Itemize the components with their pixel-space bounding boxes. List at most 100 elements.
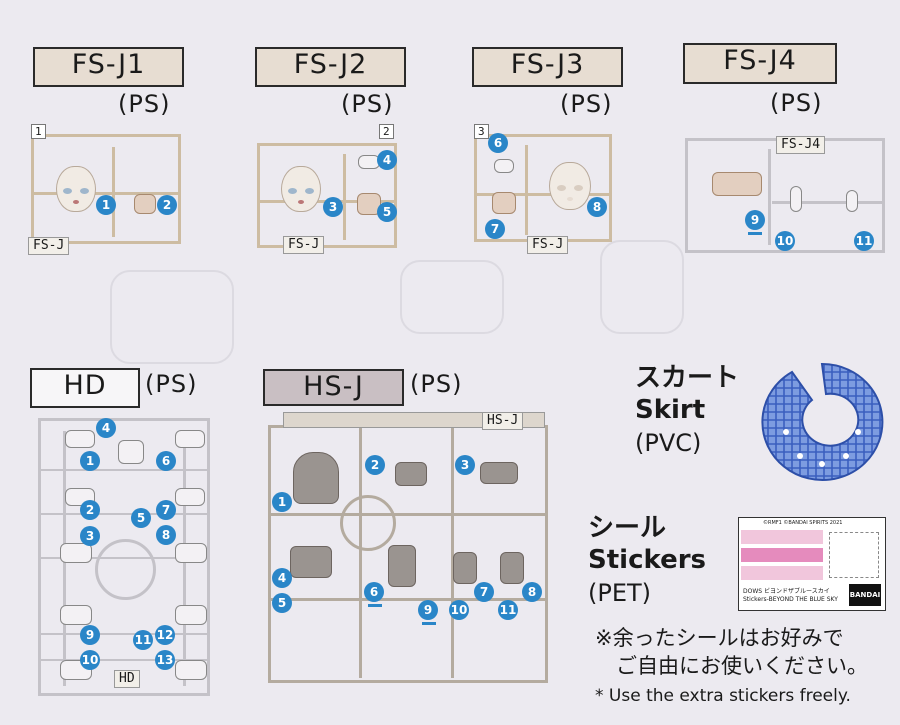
background-ghost-shape <box>400 260 504 334</box>
part-number-badge: 10 <box>775 231 795 251</box>
sheet-number: 2 <box>379 124 394 139</box>
set-material: (PS) <box>770 89 823 117</box>
stickers-material: (PET) <box>588 579 652 607</box>
sheet-number: 1 <box>31 124 46 139</box>
part-number-badge: 5 <box>272 593 292 613</box>
part-number-badge: 8 <box>156 525 176 545</box>
hand-part <box>175 430 205 448</box>
sticker-sheet-header: ©RMF1 ©BANDAI SPIRITS 2021 <box>763 520 843 526</box>
background-ghost-shape <box>110 270 234 364</box>
note-en: * Use the extra stickers freely. <box>595 686 851 706</box>
background-ghost-shape <box>600 240 684 334</box>
sprue-tag: FS-J <box>527 236 569 254</box>
part-number-badge: 9 <box>745 210 765 230</box>
stickers-title-jp: シール <box>588 513 667 543</box>
bandai-logo: BANDAI <box>849 584 881 606</box>
sprue-tag: FS-J4 <box>776 136 826 154</box>
hand-part <box>175 605 207 625</box>
hand-part <box>175 660 207 680</box>
note-jp-line1: ※余ったシールはお好みで <box>595 626 844 650</box>
part-number-badge: 4 <box>272 568 292 588</box>
sprue-tag: HD <box>114 670 140 688</box>
set-material: (PS) <box>341 90 394 118</box>
part-number-badge: 2 <box>365 455 385 475</box>
face-part <box>56 166 96 212</box>
bodice-part <box>492 192 516 214</box>
skirt-illustration <box>761 362 884 481</box>
note-jp-line2: ご自由にお使いください。 <box>616 654 868 678</box>
sheet-number: 3 <box>474 124 489 139</box>
bow-part <box>494 159 514 173</box>
part-number-badge: 12 <box>155 625 175 645</box>
hair-part <box>388 545 416 587</box>
part-number-badge: 5 <box>377 202 397 222</box>
hair-part <box>290 546 332 578</box>
sticker-strip <box>741 548 823 562</box>
part-number-badge: 13 <box>155 650 175 670</box>
part-number-badge: 2 <box>80 500 100 520</box>
hair-part <box>293 452 339 504</box>
sticker-outline <box>829 532 879 578</box>
hair-accessory-part <box>480 462 518 484</box>
skirt-title-en: Skirt <box>635 395 706 425</box>
part-number-badge: 9 <box>80 625 100 645</box>
face-part <box>549 162 591 210</box>
part-number-badge: 10 <box>449 600 469 620</box>
hsj-center-ring <box>340 495 396 551</box>
hand-part <box>60 605 92 625</box>
hand-part <box>118 440 144 464</box>
sticker-sheet-illustration: ©RMF1 ©BANDAI SPIRITS 2021 DOWS ビヨンドザブルー… <box>738 517 886 611</box>
skirt-material: (PVC) <box>635 429 702 457</box>
sticker-strip <box>741 566 823 580</box>
part-number-badge: 7 <box>485 219 505 239</box>
part-number-badge: 4 <box>377 150 397 170</box>
part-number-badge: 9 <box>418 600 438 620</box>
hair-accessory-part <box>395 462 427 486</box>
part-number-badge: 11 <box>133 630 153 650</box>
hd-center-ring <box>95 539 156 600</box>
part-number-badge: 6 <box>488 133 508 153</box>
bow-part <box>712 172 762 196</box>
hair-part <box>453 552 477 584</box>
part-number-badge: 7 <box>474 582 494 602</box>
sticker-sheet-title-en: Stickers-BEYOND THE BLUE SKY <box>743 596 838 603</box>
stand-part <box>846 190 858 212</box>
sprue-tag: HS-J <box>482 412 524 430</box>
sticker-strip <box>741 530 823 544</box>
set-material: (PS) <box>560 90 613 118</box>
part-underline <box>748 232 762 235</box>
part-number-badge: 7 <box>156 500 176 520</box>
part-number-badge: 3 <box>323 197 343 217</box>
part-number-badge: 11 <box>854 231 874 251</box>
part-number-badge: 8 <box>587 197 607 217</box>
part-number-badge: 8 <box>522 582 542 602</box>
part-number-badge: 4 <box>96 418 116 438</box>
stand-part <box>790 186 802 212</box>
part-number-badge: 10 <box>80 650 100 670</box>
hand-part <box>175 488 205 506</box>
part-number-badge: 11 <box>498 600 518 620</box>
set-label: FS-J4 <box>683 43 837 84</box>
part-underline <box>368 604 382 607</box>
set-label: FS-J2 <box>255 47 406 87</box>
set-label: HD <box>30 368 140 408</box>
hand-part <box>175 543 207 563</box>
face-part <box>281 166 321 212</box>
part-number-badge: 1 <box>272 492 292 512</box>
part-number-badge: 6 <box>156 451 176 471</box>
hsj-top-bar <box>283 412 545 428</box>
set-material: (PS) <box>118 90 171 118</box>
stickers-title-en: Stickers <box>588 545 707 575</box>
set-label: HS-J <box>263 369 404 406</box>
sprue-tag: FS-J <box>283 236 325 254</box>
part-number-badge: 5 <box>131 508 151 528</box>
set-label: FS-J1 <box>33 47 184 87</box>
part-number-badge: 3 <box>80 526 100 546</box>
skirt-title-jp: スカート <box>635 363 740 393</box>
hand-part <box>65 430 95 448</box>
part-number-badge: 3 <box>455 455 475 475</box>
part-underline <box>422 622 436 625</box>
hand-part <box>60 543 92 563</box>
set-material: (PS) <box>145 370 198 398</box>
part-number-badge: 1 <box>80 451 100 471</box>
